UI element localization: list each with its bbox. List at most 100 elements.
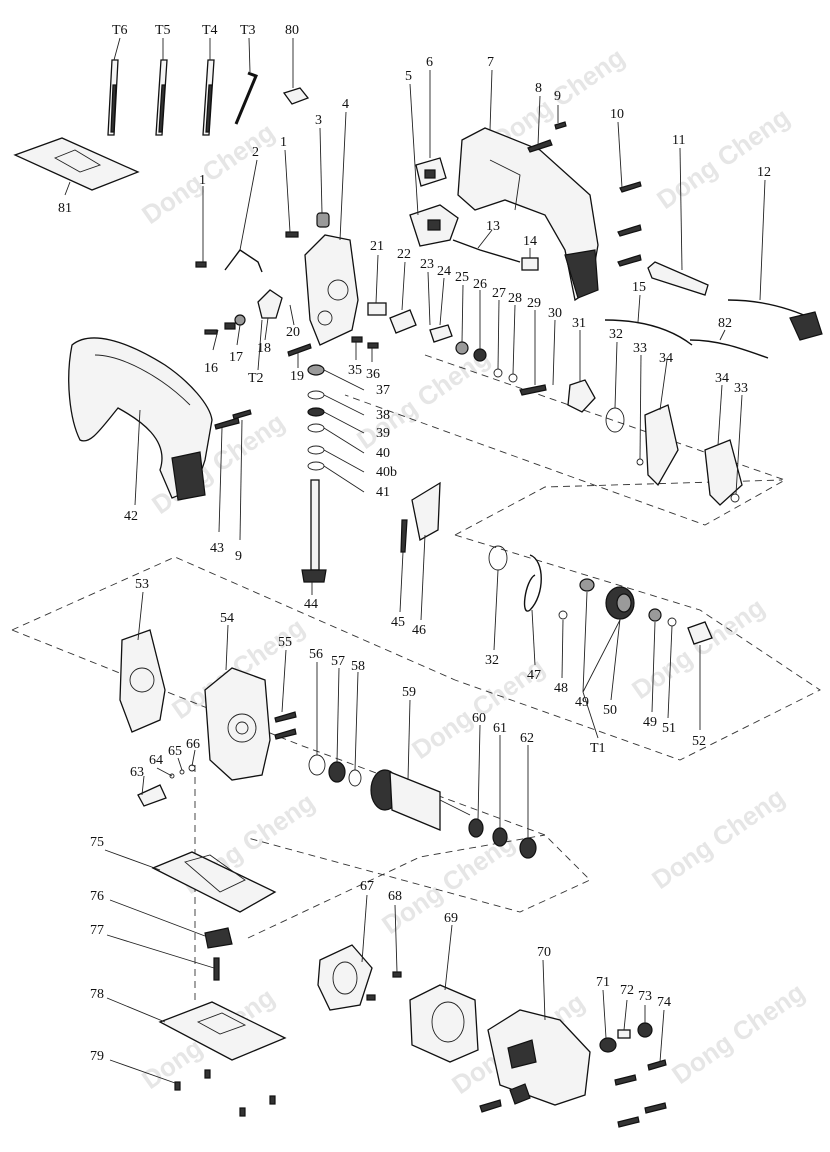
label-49: 49 <box>575 695 589 710</box>
label-73: 73 <box>638 989 652 1004</box>
part-27-washer <box>493 368 503 378</box>
label-52: 52 <box>692 734 706 749</box>
label-37: 37 <box>376 383 390 398</box>
label-67: 67 <box>360 879 374 894</box>
label-35: 35 <box>348 363 362 378</box>
part-49-bush-right <box>648 608 662 622</box>
label-41: 41 <box>376 485 390 500</box>
label-56: 56 <box>309 647 323 662</box>
label-57: 57 <box>331 654 345 669</box>
label-42: 42 <box>124 509 138 524</box>
label-17: 17 <box>229 350 243 365</box>
label-33: 33 <box>734 381 748 396</box>
label-15: 15 <box>632 280 646 295</box>
label-48: 48 <box>554 681 568 696</box>
part-32-ring <box>605 407 625 433</box>
part-11-sleeve <box>647 261 709 296</box>
part-2-lever <box>224 249 263 273</box>
label-36: 36 <box>366 367 380 382</box>
watermark: Dong Cheng <box>651 102 795 215</box>
part-63-lever <box>137 784 167 807</box>
label-13: 13 <box>486 219 500 234</box>
part-53-gasket <box>119 629 166 733</box>
part-22-brush-holder <box>389 309 417 334</box>
label-61: 61 <box>493 721 507 736</box>
part-81-base-plate <box>13 137 140 191</box>
part-45-pin <box>400 519 408 553</box>
part-44-plunger <box>310 479 320 571</box>
part-18-bracket <box>257 289 283 319</box>
part-41-washer <box>307 461 325 471</box>
label-16: 16 <box>204 361 218 376</box>
part-28-washer <box>508 373 518 383</box>
label-5: 5 <box>405 69 412 84</box>
label-40: 40 <box>376 446 390 461</box>
label-23: 23 <box>420 257 434 272</box>
label-66: 66 <box>186 737 200 752</box>
label-T2: T2 <box>248 371 264 386</box>
part-13-wire <box>452 239 521 263</box>
label-72: 72 <box>620 983 634 998</box>
label-34: 34 <box>715 371 729 386</box>
part-78-plate <box>158 1001 287 1061</box>
label-77: 77 <box>90 923 104 938</box>
label-38: 38 <box>376 408 390 423</box>
part-61-bearing <box>492 827 508 847</box>
part-47-clip <box>523 554 542 612</box>
label-76: 76 <box>90 889 104 904</box>
label-28: 28 <box>508 291 522 306</box>
part-76-pad <box>204 927 233 949</box>
part-82-wire <box>689 339 769 359</box>
label-2: 2 <box>252 145 259 160</box>
part-34-plate-right <box>704 439 743 506</box>
part-4-housing <box>304 234 359 346</box>
part-56-ring <box>308 754 326 776</box>
label-T3: T3 <box>240 23 256 38</box>
part-70-motor-housing <box>487 1009 591 1106</box>
label-6: 6 <box>426 55 433 70</box>
part-32-ring-lower <box>488 545 508 571</box>
label-46: 46 <box>412 623 426 638</box>
label-30: 30 <box>548 306 562 321</box>
label-29: 29 <box>527 296 541 311</box>
label-39: 39 <box>376 426 390 441</box>
label-74: 74 <box>657 995 671 1010</box>
label-24: 24 <box>437 264 451 279</box>
part-24-plate <box>429 324 453 343</box>
part-77-screw <box>213 957 220 981</box>
label-78: 78 <box>90 987 104 1002</box>
label-20: 20 <box>286 325 300 340</box>
part-25-bush <box>455 341 469 355</box>
label-3: 3 <box>315 113 322 128</box>
part-7-housing <box>457 127 599 302</box>
label-26: 26 <box>473 277 487 292</box>
label-81: 81 <box>58 201 72 216</box>
blade-t6 <box>107 59 119 136</box>
label-60: 60 <box>472 711 486 726</box>
label-50: 50 <box>603 703 617 718</box>
label-82: 82 <box>718 316 732 331</box>
label-7: 7 <box>487 55 494 70</box>
callout-labels: T6 T5 T4 T3 80 81 1 2 1 3 4 5 6 7 8 9 10… <box>58 23 771 1064</box>
part-72-brush <box>617 1029 631 1039</box>
hex-key-t3 <box>234 71 258 125</box>
blade-t4 <box>202 59 215 136</box>
part-69-stator <box>409 984 479 1063</box>
part-26-bearing <box>473 348 487 362</box>
label-32: 32 <box>609 327 623 342</box>
label-1: 1 <box>199 173 206 188</box>
label-63: 63 <box>130 765 144 780</box>
label-31: 31 <box>572 316 586 331</box>
label-69: 69 <box>444 911 458 926</box>
label-T1: T1 <box>590 741 606 756</box>
part-75-base <box>151 851 277 913</box>
label-34: 34 <box>659 351 673 366</box>
label-62: 62 <box>520 731 534 746</box>
label-51: 51 <box>662 721 676 736</box>
label-12: 12 <box>757 165 771 180</box>
part-52-screw <box>687 621 713 645</box>
part-3-bearing <box>316 212 330 228</box>
label-18: 18 <box>257 341 271 356</box>
label-47: 47 <box>527 668 541 683</box>
